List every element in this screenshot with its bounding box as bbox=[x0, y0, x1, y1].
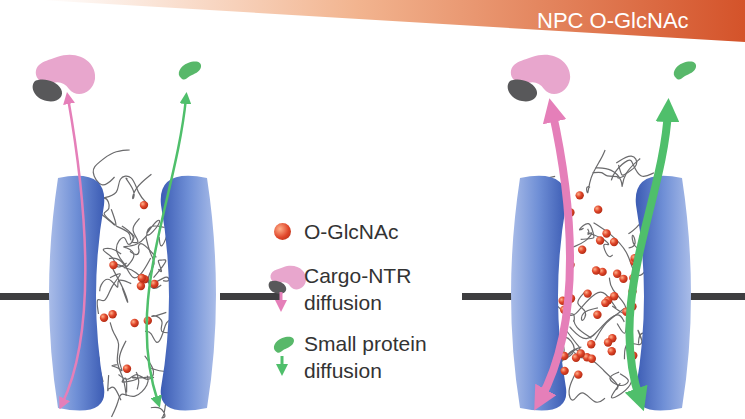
o-glcnac-dot bbox=[592, 266, 600, 274]
o-glcnac-dot bbox=[587, 340, 595, 348]
o-glcnac-dot bbox=[140, 201, 148, 209]
fg-repeat-strand bbox=[574, 352, 617, 390]
o-glcnac-dot bbox=[596, 236, 604, 244]
fg-repeat-strand bbox=[93, 150, 130, 185]
fg-repeat-strand bbox=[102, 176, 148, 204]
o-glcnac-dot bbox=[604, 338, 612, 346]
o-glcnac-dot bbox=[109, 261, 117, 269]
o-glcnac-dot bbox=[576, 191, 584, 199]
o-glcnac-dot bbox=[578, 246, 586, 254]
cargo-arrow bbox=[62, 98, 85, 404]
o-glcnac-dot bbox=[588, 355, 596, 363]
npc-scaffold bbox=[161, 176, 216, 411]
legend-text: Cargo-NTR diffusion bbox=[304, 264, 411, 314]
fg-repeat-strand bbox=[130, 244, 156, 258]
gradient-bar bbox=[40, 0, 745, 42]
npc-scaffold bbox=[636, 176, 691, 411]
fg-repeat-strand bbox=[100, 279, 131, 291]
legend-arrow bbox=[280, 292, 283, 306]
o-glcnac-dot bbox=[602, 229, 610, 237]
small-protein-icon bbox=[674, 62, 696, 80]
o-glcnac-dot bbox=[574, 370, 582, 378]
fg-repeat-strand bbox=[593, 172, 625, 178]
o-glcnac-dot bbox=[608, 347, 616, 355]
cargo-ntr-icon bbox=[508, 55, 571, 102]
npc-scaffold bbox=[49, 176, 104, 411]
o-glcnac-dot bbox=[601, 299, 609, 307]
membrane bbox=[220, 293, 280, 300]
fg-repeat-strand bbox=[116, 226, 133, 267]
fg-repeat-strand bbox=[580, 224, 594, 240]
fg-repeat-strand bbox=[126, 174, 151, 198]
membrane bbox=[685, 293, 745, 300]
gradient-label: NPC O-GlcNAc bbox=[537, 8, 689, 34]
fg-repeat-strand bbox=[566, 314, 591, 338]
legend-text: Small protein diffusion bbox=[304, 332, 427, 382]
legend-entry: Small protein diffusion bbox=[304, 330, 454, 384]
o-glcnac-dot bbox=[100, 314, 108, 322]
cargo-ntr-icon bbox=[269, 266, 307, 294]
cargo-arrow bbox=[540, 110, 570, 400]
o-glcnac-dot bbox=[593, 311, 601, 319]
legend-entry: Cargo-NTR diffusion bbox=[304, 262, 422, 316]
fg-repeat-strand bbox=[154, 260, 166, 278]
fg-repeat-strand bbox=[151, 401, 166, 418]
small-protein-arrow bbox=[629, 110, 668, 400]
cargo-ntr-icon bbox=[33, 55, 96, 102]
o-glcnac-dot bbox=[138, 274, 146, 282]
fg-repeat-strand bbox=[611, 160, 654, 180]
label-text: NPC O-GlcNAc bbox=[537, 8, 689, 33]
fg-repeat-strand bbox=[108, 375, 121, 400]
membrane bbox=[0, 293, 55, 300]
fg-repeat-strand bbox=[587, 150, 605, 193]
fg-repeat-strand bbox=[609, 278, 627, 334]
legend-arrow bbox=[281, 356, 284, 370]
o-glcnac-dot bbox=[130, 319, 138, 327]
legend-entry: O-GlcNAc bbox=[304, 218, 464, 245]
fg-repeat-strand bbox=[124, 235, 148, 267]
o-glcnac-dot bbox=[613, 270, 621, 278]
membrane bbox=[462, 293, 517, 300]
small-protein-icon bbox=[179, 62, 201, 80]
o-glcnac-dot bbox=[150, 280, 158, 288]
o-glcnac-dot bbox=[577, 349, 585, 357]
fg-repeat-strand bbox=[569, 375, 605, 402]
legend-swatch bbox=[274, 223, 291, 240]
o-glcnac-dot bbox=[560, 367, 568, 375]
fg-repeat-strand bbox=[112, 376, 149, 417]
npc-scaffold bbox=[511, 176, 566, 411]
o-glcnac-dot bbox=[108, 310, 116, 318]
small-protein-arrow bbox=[147, 98, 186, 402]
o-glcnac-dot bbox=[610, 238, 618, 246]
fg-repeat-strand bbox=[572, 229, 591, 247]
legend-text: O-GlcNAc bbox=[304, 220, 399, 243]
o-glcnac-dot bbox=[594, 205, 602, 213]
small-protein-icon bbox=[274, 337, 294, 353]
o-glcnac-dot bbox=[123, 364, 131, 372]
fg-repeat-strand bbox=[110, 322, 126, 396]
o-glcnac-dot bbox=[583, 289, 591, 297]
